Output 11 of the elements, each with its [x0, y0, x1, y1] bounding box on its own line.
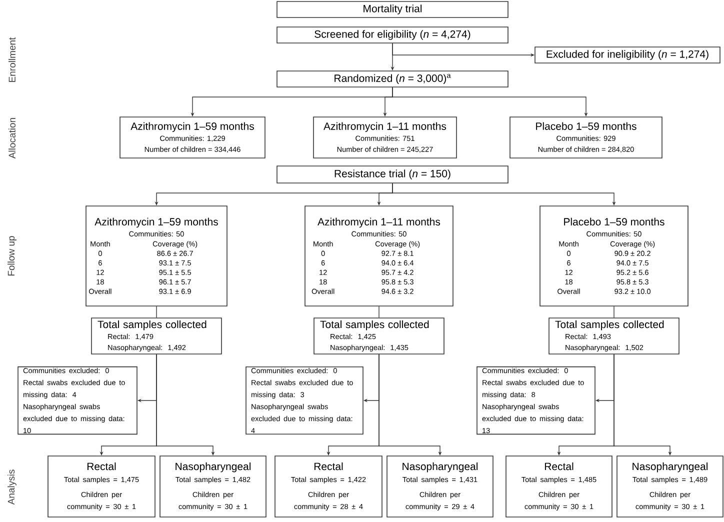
process-box: Randomized (n = 3,000)$^{a}$	[276, 70, 508, 88]
stage-label: Follow up	[8, 236, 16, 276]
process-box: Resistance trial (n = 150)	[276, 166, 508, 184]
stage-label: Enrollment	[8, 37, 16, 82]
connector-line	[378, 306, 380, 318]
stage-label: Analysis	[8, 470, 16, 505]
process-box: Mortality trial	[276, 1, 508, 18]
process-box: Screened for eligibility (n = 4,274)	[276, 26, 508, 44]
connector-line	[156, 306, 157, 318]
process-box: Excluded for ineligibility (n = 1,274)	[534, 46, 720, 64]
stage-label: Allocation	[8, 118, 16, 159]
